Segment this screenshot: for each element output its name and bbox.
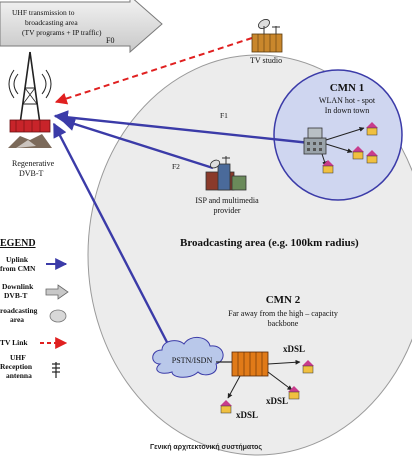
isp-building-icon — [205, 156, 247, 191]
f2-label: F2 — [172, 162, 180, 171]
legend-downlink-2: DVB-T — [4, 291, 27, 300]
banner-line3: (TV programs + IP traffic) — [22, 28, 102, 37]
legend-tvlink: TV Link — [0, 338, 28, 347]
legend-antenna-2: Reception — [0, 362, 33, 371]
f0-label: F0 — [106, 36, 114, 45]
cmn1-line1: WLAN hot - spot — [319, 96, 376, 105]
dvbt-tower-icon — [8, 51, 52, 148]
cmn2-house-icon-2 — [288, 386, 300, 400]
cmn1-house-icon-3 — [322, 160, 334, 174]
cmn2-house-icon-1 — [302, 360, 314, 374]
cmn2-line2: backbone — [268, 319, 299, 328]
legend-area-swatch — [49, 309, 67, 323]
isp-label-2: provider — [213, 206, 240, 215]
cmn1-area — [273, 69, 403, 201]
legend-downlink-swatch — [45, 284, 69, 300]
tv-link-line — [54, 37, 253, 105]
legend-uplink-2: from CMN — [0, 264, 36, 273]
cmn1-line2: In down town — [325, 106, 369, 115]
xdsl-label-2: xDSL — [266, 396, 288, 406]
cmn1-title: CMN 1 — [330, 82, 365, 94]
uplink-cmn2-line — [52, 122, 172, 349]
pstn-cloud-icon — [152, 337, 224, 378]
figure-caption: Γενική αρχιτεκτονική συστήματος — [149, 444, 263, 451]
uhf-banner-arrow — [0, 0, 163, 54]
isp-label-1: ISP and multimedia — [195, 196, 259, 205]
xdsl-label-3: xDSL — [236, 410, 258, 420]
tower-label-2: DVB-T — [19, 169, 44, 178]
banner-line1: UHF transmission to — [12, 8, 75, 17]
legend-antenna-1: UHF — [10, 353, 26, 362]
legend-antenna-swatch — [52, 362, 60, 378]
broadcast-area-label: Broadcasting area (e.g. 100km radius) — [180, 237, 359, 249]
legend-downlink-1: Downlink — [2, 282, 34, 291]
cmn1-house-icon-2 — [352, 146, 364, 160]
xdsl-label-1: xDSL — [283, 344, 305, 354]
uplink-f2-line — [60, 117, 214, 170]
f1-label: F1 — [220, 111, 228, 120]
legend-title: EGEND — [0, 238, 36, 249]
uplink-f1-line — [53, 110, 311, 145]
legend-antenna-3: antenna — [6, 371, 32, 380]
legend-area-2: area — [10, 315, 24, 324]
cmn2-title: CMN 2 — [266, 294, 301, 306]
pstn-label: PSTN/ISDN — [172, 356, 213, 365]
cmn1-house-icon-4 — [366, 150, 378, 164]
tower-label-1: Regenerative — [12, 159, 55, 168]
dslam-icon — [231, 351, 269, 377]
cmn1-house-icon-1 — [366, 122, 378, 136]
banner-line2: broadcasting area — [25, 18, 78, 27]
legend-area-1: roadcasting — [0, 306, 38, 315]
cmn1-building-icon — [303, 127, 327, 155]
cmn2-house-icon-3 — [220, 400, 232, 414]
tv-studio-label: TV studio — [250, 56, 282, 65]
cmn2-line1: Far away from the high – capacity — [228, 309, 338, 318]
tv-studio-icon — [251, 19, 283, 53]
legend-uplink-1: Uplink — [6, 255, 29, 264]
